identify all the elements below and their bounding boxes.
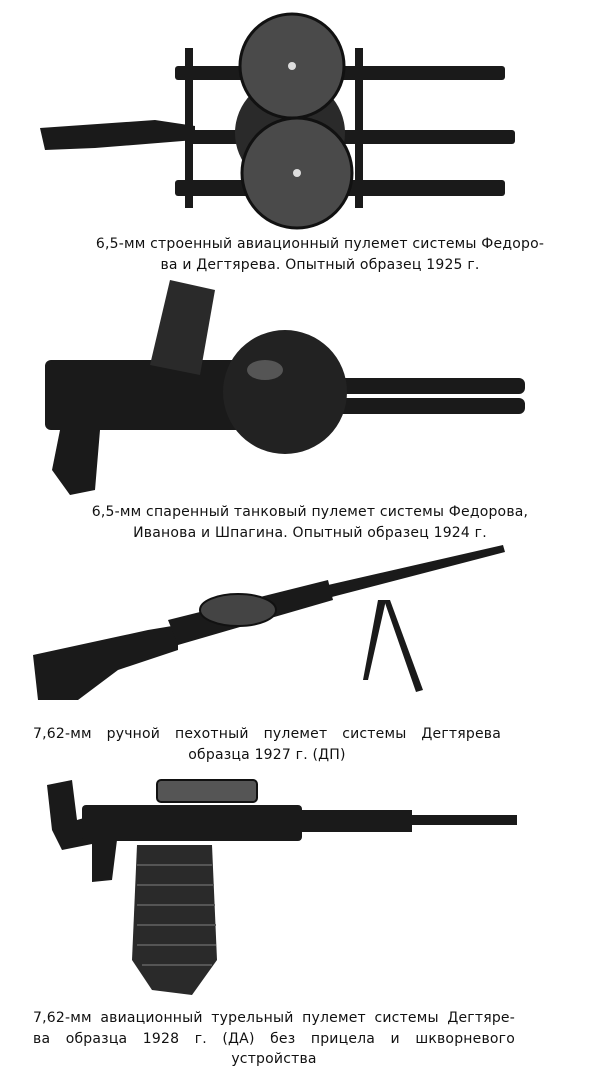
caption-line: ва образца 1928 г. (ДА) без прицела и шк… — [33, 1030, 515, 1047]
caption-line: 6,5-мм строенный авиационный пулемет сис… — [95, 236, 545, 252]
caption-line: 7,62-мм ручной пехотный пулемет системы … — [33, 726, 501, 742]
figure-caption-4: 7,62-мм авиационный турельный пулемет си… — [33, 1008, 515, 1070]
caption-line: 7,62-мм авиационный турельный пулемет си… — [33, 1010, 515, 1026]
caption-line: ва и Дегтярева. Опытный образец 1925 г. — [160, 256, 480, 273]
caption-line: Иванова и Шпагина. Опытный образец 1924 … — [133, 524, 487, 541]
figure-caption-1: 6,5-мм строенный авиационный пулемет сис… — [60, 234, 580, 275]
caption-line: образца 1927 г. (ДП) — [188, 746, 346, 763]
figure-caption-2: 6,5-мм спаренный танковый пулемет систем… — [50, 502, 570, 543]
da-turret-machine-gun-photo — [47, 779, 517, 995]
caption-line: устройства — [231, 1051, 317, 1067]
caption-line: 6,5-мм спаренный танковый пулемет систем… — [91, 504, 529, 520]
triple-machine-gun-photo — [40, 12, 515, 230]
dp-light-machine-gun-photo — [33, 545, 505, 700]
twin-tank-machine-gun-photo — [45, 280, 525, 495]
figure-caption-3: 7,62-мм ручной пехотный пулемет системы … — [33, 724, 501, 765]
